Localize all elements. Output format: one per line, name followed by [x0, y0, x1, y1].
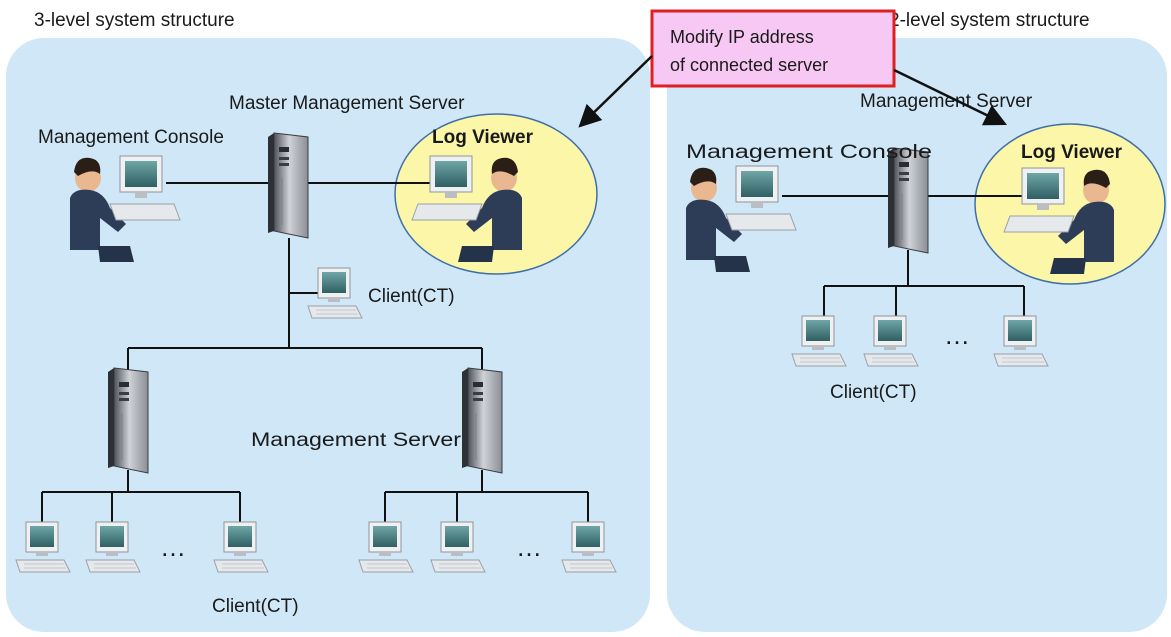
callout-arrow-left: [578, 55, 653, 128]
client-label-right: Client(CT): [830, 382, 917, 403]
management-server-icon-right: [887, 147, 929, 254]
right-network-lines: [782, 195, 1040, 318]
left-panel-title: 3-level system structure: [34, 10, 235, 31]
callout-arrows: [578, 55, 1008, 128]
master-server-icon: [267, 132, 309, 239]
log-viewer-label-left: Log Viewer: [432, 127, 534, 148]
management-server-icon-left-b: [461, 367, 503, 474]
management-server-icon-left-a: [107, 367, 149, 474]
callout-arrow-right: [893, 68, 1008, 126]
management-console-label-left: Management Console: [38, 127, 224, 148]
ellipsis-left-1: …: [160, 532, 186, 562]
ellipsis-right: …: [944, 320, 970, 350]
client-label-bottom-left: Client(CT): [212, 596, 299, 617]
management-server-label-left: Management Server: [251, 430, 462, 451]
management-console-label-right: Management Console: [686, 142, 932, 163]
right-panel-title: 2-level system structure: [889, 10, 1090, 31]
log-viewer-highlight-right: [974, 123, 1166, 285]
left-network-lines: [41, 182, 589, 525]
callout-line-2: of connected server: [670, 55, 828, 75]
master-server-label: Master Management Server: [229, 93, 465, 114]
client-label-mid: Client(CT): [368, 286, 455, 307]
ellipsis-left-2: …: [516, 532, 542, 562]
callout-line-1: Modify IP address: [670, 27, 814, 47]
log-viewer-label-right: Log Viewer: [1021, 142, 1123, 163]
callout-box: [650, 9, 896, 88]
